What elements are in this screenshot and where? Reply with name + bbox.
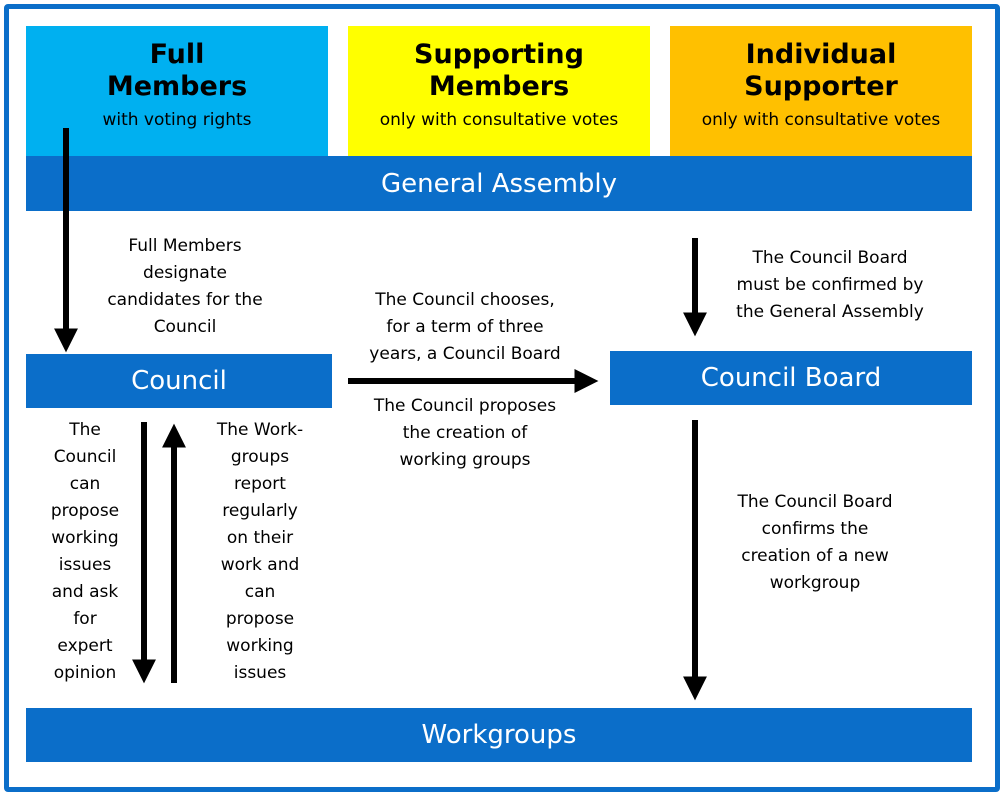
full-members-subtitle: with voting rights <box>102 110 252 130</box>
supporting-members-box: Supporting Members only with consultativ… <box>348 26 650 156</box>
individual-supporter-box: Individual Supporter only with consultat… <box>670 26 972 156</box>
council-proposes-text: The Council proposes the creation of wor… <box>373 396 557 470</box>
individual-supporter-title-line2: Supporter <box>744 71 898 102</box>
board-confirms-text: The Council Board confirms the creation … <box>737 492 893 593</box>
general-assembly-bar: General Assembly <box>26 156 972 211</box>
council-can-propose-text: The Council can propose working issues a… <box>50 420 120 683</box>
council-chooses-text: The Council chooses, for a term of three… <box>369 290 561 364</box>
supporting-members-title-line1: Supporting <box>414 39 584 70</box>
supporting-members-title-line2: Members <box>428 71 570 102</box>
council-board-bar: Council Board <box>610 351 972 405</box>
full-members-designate-text: Full Members designate candidates for th… <box>107 236 263 337</box>
workgroups-bar: Workgroups <box>26 708 972 762</box>
supporting-members-subtitle: only with consultative votes <box>379 110 619 130</box>
workgroups-report-text: The Work- groups report regularly on the… <box>216 420 304 683</box>
individual-supporter-title-line1: Individual <box>745 39 897 70</box>
individual-supporter-subtitle: only with consultative votes <box>701 110 941 130</box>
council-bar: Council <box>26 354 332 408</box>
full-members-title-line2: Members <box>106 71 248 102</box>
board-confirmed-text: The Council Board must be confirmed by t… <box>736 248 924 322</box>
full-members-title-line1: Full <box>149 39 205 70</box>
full-members-box: Full Members with voting rights <box>26 26 328 156</box>
